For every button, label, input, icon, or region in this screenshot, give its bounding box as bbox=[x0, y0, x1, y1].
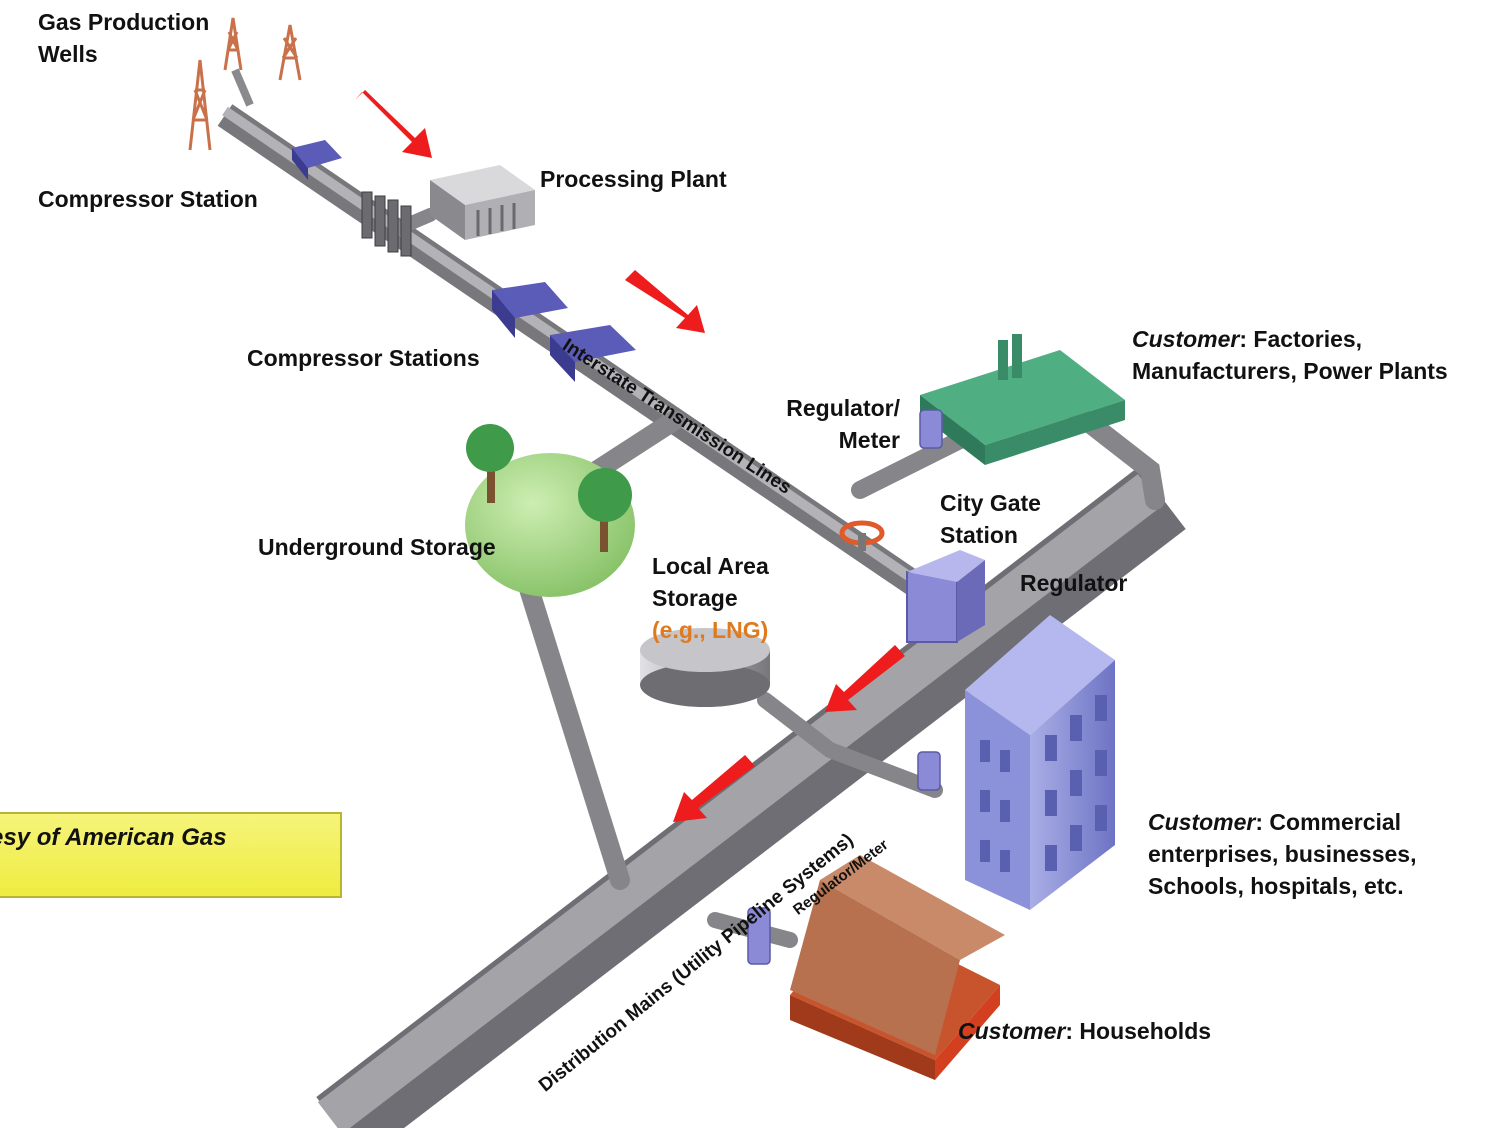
regulator-units bbox=[747, 409, 943, 965]
processing-plant-building bbox=[430, 165, 535, 240]
gas-well-derricks bbox=[188, 17, 302, 151]
credit-box bbox=[0, 812, 342, 898]
customer-households-label: Customer: Households bbox=[958, 1018, 1212, 1044]
customer-commercial-label: Customer: Commercial enterprises, busine… bbox=[1148, 809, 1417, 899]
distribution-main-pipe bbox=[316, 467, 1186, 1128]
customer-factories-label: Customer: Factories, Manufacturers, Powe… bbox=[1132, 326, 1448, 384]
local-area-storage-label: Local Area Storage (e.g., LNG) bbox=[652, 553, 769, 643]
gas-production-wells-label: Gas Production Wells bbox=[38, 9, 210, 67]
cooling-towers bbox=[361, 191, 412, 257]
compressor-units bbox=[292, 140, 636, 382]
city-gate-station-label: City Gate Station bbox=[940, 490, 1041, 548]
interstate-transmission-pipe bbox=[217, 104, 968, 626]
credit-text: esy of American Gas bbox=[0, 824, 227, 851]
flow-arrows bbox=[355, 90, 905, 822]
commercial-building bbox=[965, 615, 1115, 910]
customer-word: Customer bbox=[1132, 326, 1240, 352]
compressor-station-label: Compressor Station bbox=[38, 186, 258, 212]
compressor-stations-label: Compressor Stations bbox=[247, 345, 480, 371]
well-connector-pipe bbox=[231, 68, 254, 107]
underground-storage-label: Underground Storage bbox=[258, 534, 496, 560]
processing-plant-label: Processing Plant bbox=[540, 166, 727, 192]
regulator-label: Regulator bbox=[1020, 570, 1128, 596]
underground-storage-mound bbox=[465, 424, 635, 597]
lng-storage-tank bbox=[640, 628, 770, 707]
household-house bbox=[790, 855, 1005, 1080]
city-gate-station bbox=[906, 550, 985, 643]
regulator-meter-label: Regulator/ Meter bbox=[786, 395, 900, 453]
valve-wheel bbox=[839, 520, 885, 551]
